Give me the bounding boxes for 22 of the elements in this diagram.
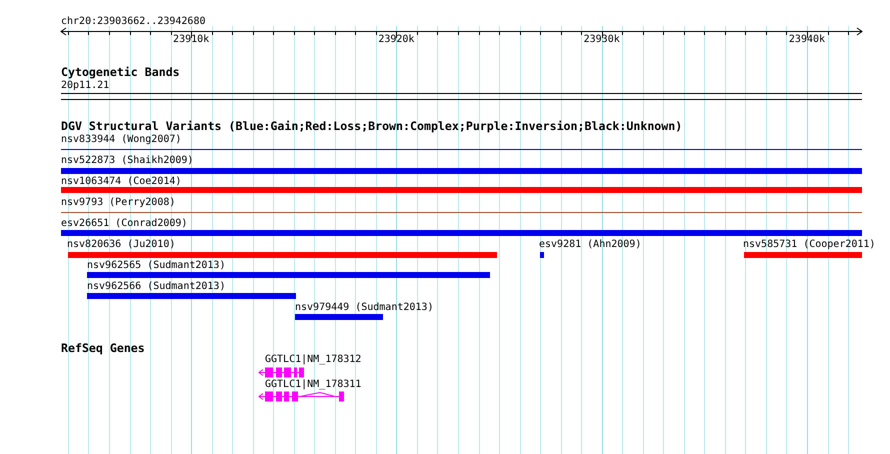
variant-label: esv9281 (Ahn2009) (539, 239, 642, 251)
gene-label: GGTLC1|NM_178311 (265, 379, 362, 391)
tick-label: 23920k (378, 34, 414, 46)
variant-label: nsv522873 (Shaikh2009) (61, 155, 194, 167)
tick-label: 23930k (584, 34, 620, 46)
variant-label: nsv979449 (Sudmant2013) (295, 302, 434, 314)
track-title: Cytogenetic Bands (61, 66, 180, 78)
tick-label: 23940k (788, 34, 826, 46)
coordinate-range: chr20:23903662..23942680 (61, 16, 206, 28)
variant-label: nsv9793 (Perry2008) (61, 197, 176, 209)
variant-label: nsv585731 (Cooper2011) (743, 239, 876, 251)
track-title: DGV Structural Variants (Blue:Gain;Red:Loss;Brown:Complex;Purple:Inversion;Black:Unknown) (61, 120, 682, 132)
band-label: 20p11.21 (61, 80, 110, 92)
track-title: RefSeq Genes (61, 342, 145, 354)
variant-label: nsv1063474 (Coe2014) (61, 176, 182, 188)
variant-label: nsv833944 (Wong2007) (61, 134, 182, 146)
tick-label: 23910k (173, 34, 210, 46)
gene-label: GGTLC1|NM_178312 (265, 354, 362, 366)
variant-label: esv26651 (Conrad2009) (61, 218, 188, 230)
variant-label: nsv820636 (Ju2010) (67, 239, 176, 251)
variant-label: nsv962565 (Sudmant2013) (87, 260, 226, 272)
variant-label: nsv962566 (Sudmant2013) (87, 281, 226, 293)
